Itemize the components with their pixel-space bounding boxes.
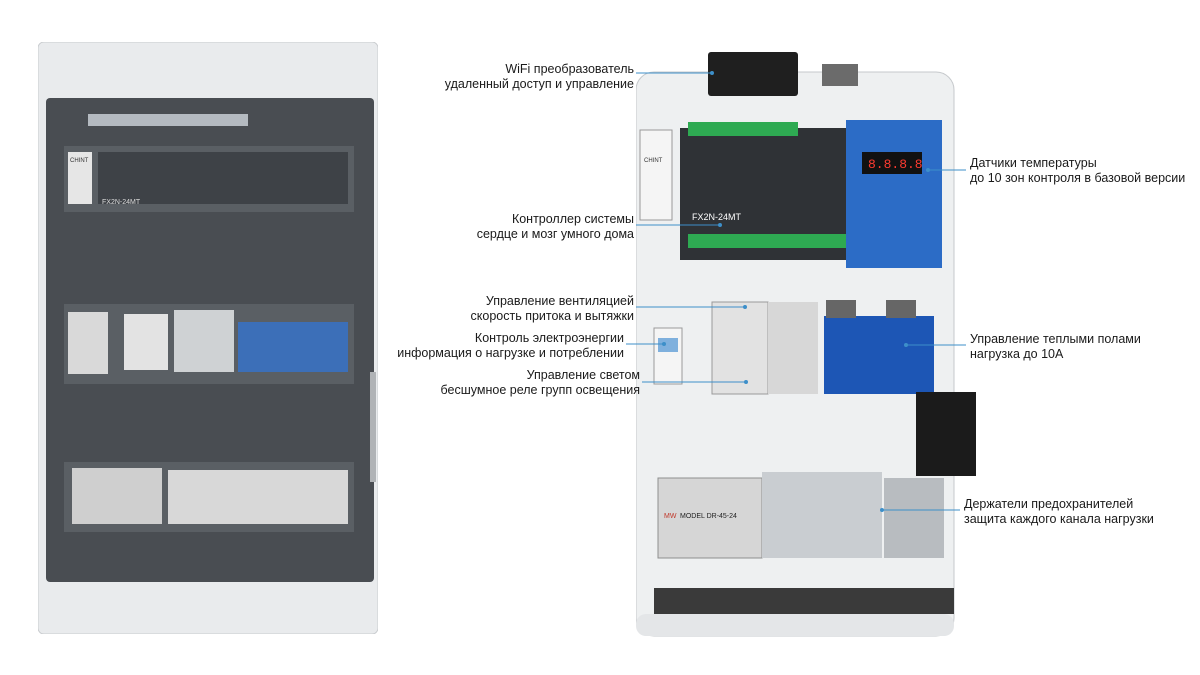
annotation-light-desc: бесшумное реле групп освещения xyxy=(440,383,640,397)
plc-model-label: FX2N-24MT xyxy=(692,212,742,222)
closed-cabinet-photo: CHINT FX2N-24MT xyxy=(38,42,378,634)
light-relays xyxy=(768,302,818,394)
temp-display-readout: 8.8.8.8 xyxy=(868,157,923,172)
annotation-wifi-title: WiFi преобразователь xyxy=(505,62,634,76)
annotation-fuses-desc: защита каждого канала нагрузки xyxy=(964,512,1154,526)
annotation-controller: Контроллер системы сердце и мозг умного … xyxy=(477,212,634,242)
open-cabinet-photo: CHINT FX2N-24MT 8.8.8.8 MW MODEL DR-45-2… xyxy=(636,52,976,637)
terminal-rail xyxy=(654,588,954,614)
annotation-ventilation-title: Управление вентиляцией xyxy=(485,294,634,308)
fuse-holders xyxy=(762,472,882,558)
annotation-wifi-desc: удаленный доступ и управление xyxy=(444,77,634,91)
annotation-energy: Контроль электроэнергии информация о наг… xyxy=(397,331,624,361)
annotation-temperature-title: Датчики температуры xyxy=(970,156,1097,170)
ventilation-module xyxy=(711,301,769,395)
annotation-controller-title: Контроллер системы xyxy=(511,212,634,226)
breaker-brand-label-closed: CHINT xyxy=(70,158,89,164)
annotation-floors-desc: нагрузка до 10А xyxy=(970,347,1064,361)
energy-meter xyxy=(653,327,683,385)
annotation-fuses: Держатели предохранителей защита каждого… xyxy=(964,497,1154,527)
annotation-floors-title: Управление теплыми полами xyxy=(970,332,1141,346)
annotation-floors: Управление теплыми полами нагрузка до 10… xyxy=(970,332,1141,362)
wifi-module xyxy=(708,52,798,96)
floor-heating-relays xyxy=(824,316,934,394)
annotation-fuses-title: Держатели предохранителей xyxy=(964,497,1134,511)
annotation-ventilation-desc: скорость притока и вытяжки xyxy=(470,309,634,323)
annotation-temperature-desc: до 10 зон контроля в базовой версии xyxy=(970,171,1186,185)
annotation-temperature: Датчики температуры до 10 зон контроля в… xyxy=(970,156,1185,186)
breaker-brand-label: CHINT xyxy=(644,158,663,164)
power-supply xyxy=(657,477,763,559)
psu-model-label: MODEL DR-45-24 xyxy=(680,513,737,520)
annotation-ventilation: Управление вентиляцией скорость притока … xyxy=(471,294,634,324)
temperature-module xyxy=(846,120,942,268)
annotation-light: Управление светом бесшумное реле групп о… xyxy=(441,368,640,398)
cooling-fan xyxy=(916,392,976,476)
annotation-controller-desc: сердце и мозг умного дома xyxy=(476,227,634,241)
psu-brand-label: MW xyxy=(664,513,677,520)
door-handle xyxy=(370,372,376,482)
annotation-energy-title: Контроль электроэнергии xyxy=(474,331,624,345)
plc-label-closed: FX2N-24MT xyxy=(102,199,141,206)
annotation-wifi: WiFi преобразователь удаленный доступ и … xyxy=(445,62,634,92)
circuit-breaker xyxy=(639,129,673,221)
annotation-light-title: Управление светом xyxy=(526,368,640,382)
annotation-energy-desc: информация о нагрузке и потреблении xyxy=(397,346,624,360)
